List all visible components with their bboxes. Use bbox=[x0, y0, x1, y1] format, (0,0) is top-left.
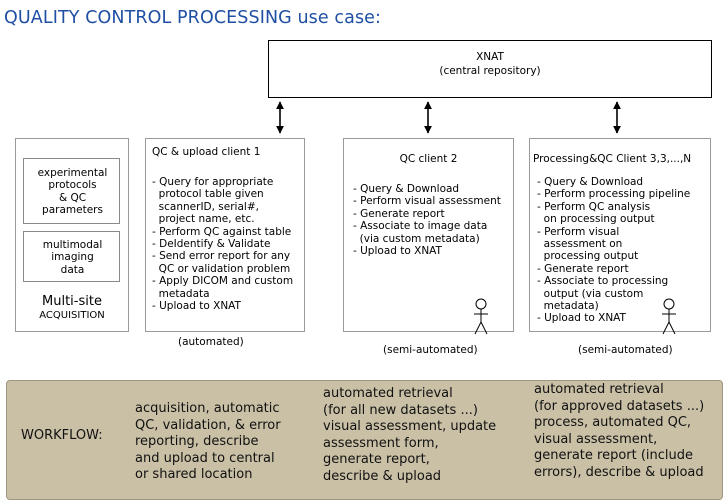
acquisition-title: Multi-site bbox=[42, 294, 102, 309]
client3-caption: (semi-automated) bbox=[578, 344, 673, 356]
client3-box: Processing&QC Client 3,3,...,N - Query &… bbox=[529, 138, 711, 332]
client1-box: QC & upload client 1 - Query for appropr… bbox=[145, 138, 305, 332]
client3-steps: - Query & Download - Perform processing … bbox=[537, 176, 691, 325]
client2-steps: - Query & Download - Perform visual asse… bbox=[353, 183, 501, 258]
acquisition-box: experimental protocols & QC parameters m… bbox=[15, 138, 129, 332]
imaging-data-text: multimodal imaging data bbox=[42, 239, 103, 276]
client1-caption: (automated) bbox=[178, 336, 244, 348]
workflow-col1: acquisition, automatic QC, validation, &… bbox=[135, 401, 281, 482]
imaging-data-box: multimodal imaging data bbox=[23, 231, 120, 282]
acquisition-subtitle: ACQUISITION bbox=[39, 310, 105, 321]
client3-title: Processing&QC Client 3,3,...,N bbox=[533, 153, 692, 165]
protocols-box: experimental protocols & QC parameters bbox=[23, 158, 120, 224]
user-figure-icon bbox=[474, 298, 488, 335]
workflow-label: WORKFLOW: bbox=[21, 428, 103, 443]
client2-title: QC client 2 bbox=[399, 153, 458, 165]
client2-box: QC client 2 - Query & Download - Perform… bbox=[343, 138, 514, 332]
workflow-col3: automated retrieval (for approved datase… bbox=[534, 382, 705, 480]
xnat-subtitle: (central repository) bbox=[439, 65, 541, 77]
client2-caption: (semi-automated) bbox=[383, 344, 478, 356]
user-figure-icon bbox=[662, 298, 676, 335]
xnat-name: XNAT bbox=[476, 51, 504, 63]
page-title: QUALITY CONTROL PROCESSING use case: bbox=[4, 8, 382, 28]
client1-title: QC & upload client 1 bbox=[152, 146, 261, 158]
workflow-panel: WORKFLOW: acquisition, automatic QC, val… bbox=[6, 380, 723, 500]
client1-steps: - Query for appropriate protocol table g… bbox=[152, 176, 294, 313]
workflow-col2: automated retrieval (for all new dataset… bbox=[323, 386, 497, 484]
protocols-text: experimental protocols & QC parameters bbox=[37, 167, 108, 217]
xnat-repository-box: XNAT (central repository) bbox=[268, 40, 712, 98]
